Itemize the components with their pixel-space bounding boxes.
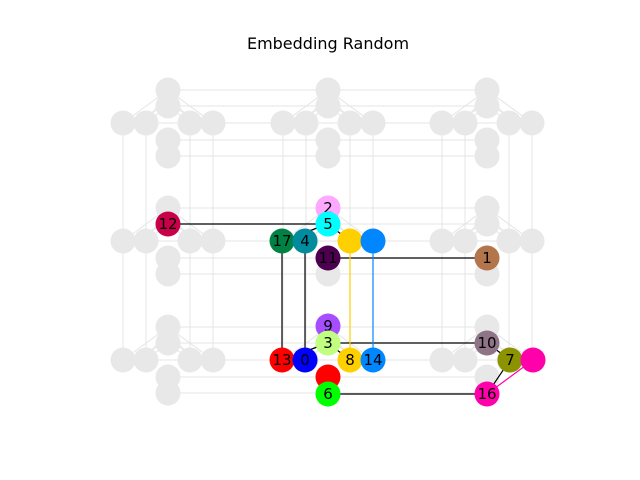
node-circle xyxy=(315,211,341,237)
node-label: 8 xyxy=(345,351,355,369)
background-node xyxy=(200,347,226,373)
node-label: 4 xyxy=(300,232,310,250)
node-label: 13 xyxy=(272,351,291,369)
node-6: 6 xyxy=(315,381,341,407)
background-node xyxy=(155,261,181,287)
background-node xyxy=(452,347,478,373)
node-circle xyxy=(315,245,341,271)
background-node xyxy=(429,228,455,254)
node-14: 14 xyxy=(360,347,386,373)
background-node xyxy=(200,110,226,136)
background-node xyxy=(200,228,226,254)
background-node xyxy=(155,330,181,356)
node-a xyxy=(337,228,363,254)
node-circle xyxy=(155,211,181,237)
background-node xyxy=(155,380,181,406)
node-circle xyxy=(337,228,363,254)
background-node xyxy=(177,110,203,136)
node-label: 7 xyxy=(505,351,515,369)
node-circle xyxy=(474,330,500,356)
node-circle xyxy=(497,347,523,373)
background-node xyxy=(315,93,341,119)
node-11: 11 xyxy=(315,245,341,271)
node-circle xyxy=(269,228,295,254)
node-label: 10 xyxy=(477,334,496,352)
background-node xyxy=(337,110,363,136)
node-circle xyxy=(292,347,318,373)
background-node xyxy=(452,110,478,136)
background-node xyxy=(155,143,181,169)
node-circle xyxy=(292,228,318,254)
node-label: 0 xyxy=(300,351,310,369)
background-node xyxy=(155,93,181,119)
node-12: 12 xyxy=(155,211,181,237)
node-label: 6 xyxy=(323,385,333,403)
background-node xyxy=(133,228,159,254)
node-b xyxy=(360,228,386,254)
background-node xyxy=(133,110,159,136)
background-node xyxy=(293,110,319,136)
background-node xyxy=(429,110,455,136)
node-5: 5 xyxy=(315,211,341,237)
background-node xyxy=(360,110,386,136)
background-node xyxy=(474,143,500,169)
node-label: 16 xyxy=(477,385,496,403)
background-node xyxy=(110,110,136,136)
node-circle xyxy=(360,347,386,373)
node-label: 2 xyxy=(323,199,333,217)
node-0: 0 xyxy=(292,347,318,373)
node-circle xyxy=(360,228,386,254)
node-7: 7 xyxy=(497,347,523,373)
background-node xyxy=(474,211,500,237)
node-label: 12 xyxy=(158,215,177,233)
background-node xyxy=(177,228,203,254)
node-13: 13 xyxy=(269,347,295,373)
background-node xyxy=(133,347,159,373)
background-node xyxy=(315,143,341,169)
background-node xyxy=(429,347,455,373)
node-8: 8 xyxy=(337,347,363,373)
background-node xyxy=(496,228,522,254)
node-label: 17 xyxy=(272,232,291,250)
diagram-title: Embedding Random xyxy=(247,34,409,53)
background-node xyxy=(474,93,500,119)
node-circle xyxy=(520,347,546,373)
background-node xyxy=(270,110,296,136)
node-circle xyxy=(315,330,341,356)
node-3: 3 xyxy=(315,330,341,356)
node-label: 1 xyxy=(482,249,492,267)
node-label: 11 xyxy=(318,249,337,267)
node-circle xyxy=(474,245,500,271)
background-node xyxy=(519,228,545,254)
background-node xyxy=(496,110,522,136)
node-circle xyxy=(337,347,363,373)
node-16: 16 xyxy=(474,381,500,407)
background-node xyxy=(110,228,136,254)
node-circle xyxy=(474,381,500,407)
node-label: 3 xyxy=(323,334,333,352)
node-4: 4 xyxy=(292,228,318,254)
background-node xyxy=(519,110,545,136)
node-label: 14 xyxy=(363,351,382,369)
background-node xyxy=(177,347,203,373)
node-1: 1 xyxy=(474,245,500,271)
node-label: 5 xyxy=(323,215,333,233)
background-node xyxy=(452,228,478,254)
node-10: 10 xyxy=(474,330,500,356)
node-circle xyxy=(269,347,295,373)
node-circle xyxy=(315,381,341,407)
node-17: 17 xyxy=(269,228,295,254)
node-label: 9 xyxy=(323,317,333,335)
background-node xyxy=(110,347,136,373)
node-c xyxy=(520,347,546,373)
